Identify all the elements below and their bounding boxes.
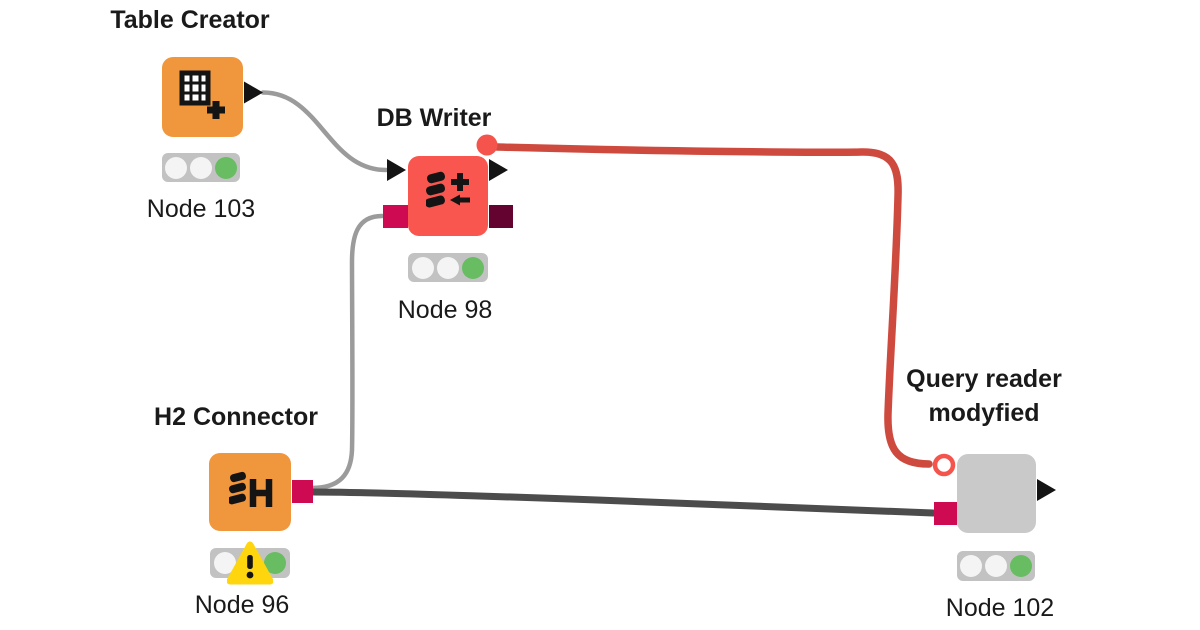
status-light-green-on [1010,555,1032,577]
connection-tablecreator-to-dbwriter[interactable] [260,90,389,173]
status-light-green-on [264,552,286,574]
status-light-green-on [462,256,484,279]
connection-h2-to-queryreader[interactable] [308,488,937,517]
db-writer-icon [426,171,470,208]
status-light-red-off [214,552,236,574]
node-title-table-creator[interactable]: Table Creator [110,6,270,34]
dbwriter-flowvariable-output-port[interactable] [476,134,498,156]
node-title-db-writer[interactable]: DB Writer [376,104,492,132]
connection-dbwriter-to-queryreader[interactable] [493,143,933,468]
status-light-yellow-off [437,256,459,279]
queryreader-output-port[interactable] [1037,479,1056,501]
node-title-query-reader[interactable]: Query reader modyfied [906,365,1062,427]
status-light-green-on [215,156,237,179]
node-label-table-creator[interactable]: Node 103 [146,195,256,223]
status-light-red-off [412,256,434,279]
status-traffic-light-table-creator [162,153,240,182]
node-db-writer[interactable] [408,156,488,236]
dbwriter-dbdata-output-port[interactable] [489,205,513,228]
node-query-reader[interactable] [957,454,1036,533]
node-table-creator[interactable] [162,57,243,137]
status-light-yellow-off [985,555,1007,577]
node-label-query-reader[interactable]: Node 102 [945,594,1055,622]
node-label-h2-connector[interactable]: Node 96 [194,591,290,619]
status-light-yellow-off [190,156,212,179]
status-light-red-off [165,156,187,179]
dbwriter-data-input-port[interactable] [387,159,406,181]
table-plus-icon [179,70,225,119]
node-label-db-writer[interactable]: Node 98 [397,296,493,324]
node-h2-connector[interactable] [209,453,291,531]
queryreader-flowvariable-input-port[interactable] [932,453,956,477]
h2-database-icon [229,471,273,507]
connection-h2-to-dbwriter[interactable] [309,213,385,491]
node-title-h2-connector[interactable]: H2 Connector [154,403,318,431]
tablecreator-output-port[interactable] [244,81,263,104]
status-traffic-light-query-reader [957,551,1035,581]
queryreader-dbconnection-input-port[interactable] [934,502,957,525]
h2-dbconnection-output-port[interactable] [292,480,313,503]
dbwriter-dbconnection-input-port[interactable] [383,205,408,228]
dbwriter-data-output-port[interactable] [489,159,508,181]
status-traffic-light-db-writer [408,253,488,282]
status-light-red-off [960,555,982,577]
warning-icon [227,541,273,585]
